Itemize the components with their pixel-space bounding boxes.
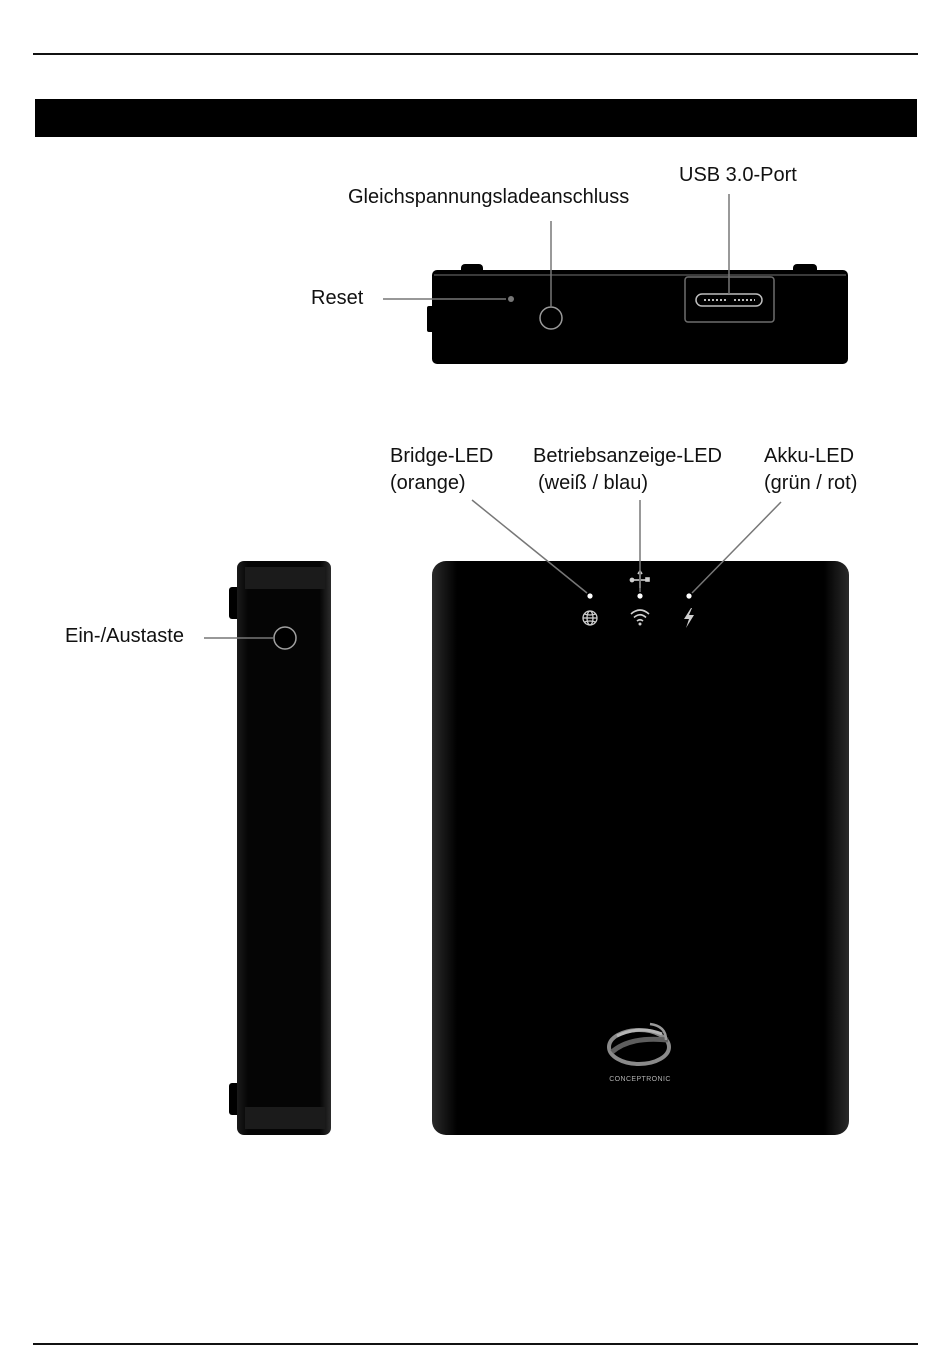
label-power-led-color: (weiß / blau) — [538, 470, 648, 497]
label-usb-port: USB 3.0-Port — [679, 162, 797, 189]
device-front-view: CONCEPTRONIC — [432, 561, 849, 1135]
reset-pinhole[interactable] — [508, 296, 514, 302]
device-side-view — [229, 561, 331, 1135]
power-button[interactable] — [274, 627, 296, 649]
dc-charging-port[interactable] — [540, 307, 562, 329]
label-reset: Reset — [311, 285, 363, 312]
label-power-button: Ein-/Austaste — [65, 623, 184, 650]
label-power-led: Betriebsanzeige-LED — [533, 443, 722, 470]
label-dc-charging-port: Gleichspannungsladeanschluss — [348, 184, 629, 211]
power-led — [637, 593, 642, 598]
label-bridge-led-color: (orange) — [390, 470, 466, 497]
device-top-edge-body — [432, 270, 848, 364]
logo-brand-text: CONCEPTRONIC — [609, 1076, 671, 1083]
label-bridge-led: Bridge-LED — [390, 443, 493, 470]
bridge-led — [587, 593, 592, 598]
label-battery-led: Akku-LED — [764, 443, 854, 470]
bottom-rule — [33, 1343, 918, 1345]
device-top-edge-view — [427, 264, 848, 364]
battery-led — [686, 593, 691, 598]
label-battery-led-color: (grün / rot) — [764, 470, 857, 497]
device-front-body — [432, 561, 849, 1135]
